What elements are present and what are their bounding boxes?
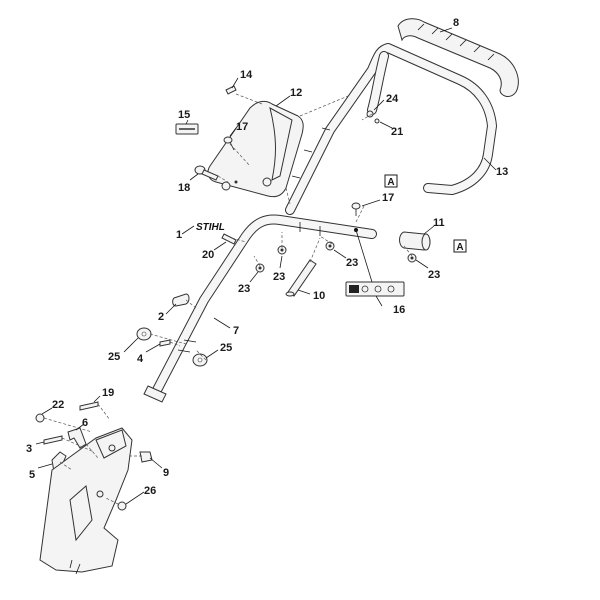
- reference-tag-label: A: [456, 242, 463, 253]
- callout-number: 22: [52, 399, 64, 411]
- part-10-lever: [285, 259, 317, 297]
- part-15-decal: [175, 123, 199, 135]
- callout-number: 16: [393, 304, 405, 316]
- part-12-cover: [207, 100, 304, 198]
- assembly-dash-lines: [43, 93, 413, 505]
- callout-number: 23: [428, 269, 440, 281]
- callout-number: 19: [102, 387, 114, 399]
- hardware-parts: [35, 85, 417, 511]
- callout-number: 24: [386, 93, 399, 105]
- callout-number: 23: [273, 271, 285, 283]
- reference-tag-a-top: A: [384, 174, 398, 188]
- callout-number: 9: [163, 467, 169, 479]
- callout-number: 23: [346, 257, 358, 269]
- callout-number: 20: [202, 249, 214, 261]
- callout-number: 1: [176, 229, 182, 241]
- callout-number: 17: [236, 121, 248, 133]
- callout-number: 3: [26, 443, 32, 455]
- callout-number: 13: [496, 166, 508, 178]
- callout-number: 4: [137, 353, 144, 365]
- callout-number: 23: [238, 283, 250, 295]
- callout-number: 15: [178, 109, 190, 121]
- callout-labels: 1 2 3 4 5 6 7 8 9 10 11 12 13 14 15 16 1: [26, 17, 508, 505]
- callout-number: 6: [82, 417, 88, 429]
- callout-number: 11: [433, 217, 445, 229]
- callout-number: 10: [313, 290, 325, 302]
- deck-bracket: [39, 427, 133, 575]
- part-11-plug: [399, 231, 431, 251]
- callout-number: 25: [220, 342, 232, 354]
- callout-number: 26: [144, 485, 156, 497]
- callout-number: 17: [382, 192, 394, 204]
- callout-number: 8: [453, 17, 459, 29]
- reference-tag-a-right: A: [453, 239, 467, 253]
- callout-number: 2: [158, 311, 164, 323]
- callout-number: 14: [240, 69, 253, 81]
- callout-number: 12: [290, 87, 302, 99]
- part-7-lower-handle: [143, 214, 377, 403]
- part-8-handle-grip: [397, 18, 519, 97]
- callout-number: 25: [108, 351, 120, 363]
- part-16-warning-label: [345, 229, 405, 297]
- part-13-upper-handle: [285, 43, 497, 215]
- callout-number: 7: [233, 325, 239, 337]
- callout-number: 5: [29, 469, 35, 481]
- callout-number: 18: [178, 182, 190, 194]
- reference-tag-label: A: [387, 177, 394, 188]
- callout-number: 21: [391, 126, 403, 138]
- brand-logo: STIHL: [196, 222, 225, 233]
